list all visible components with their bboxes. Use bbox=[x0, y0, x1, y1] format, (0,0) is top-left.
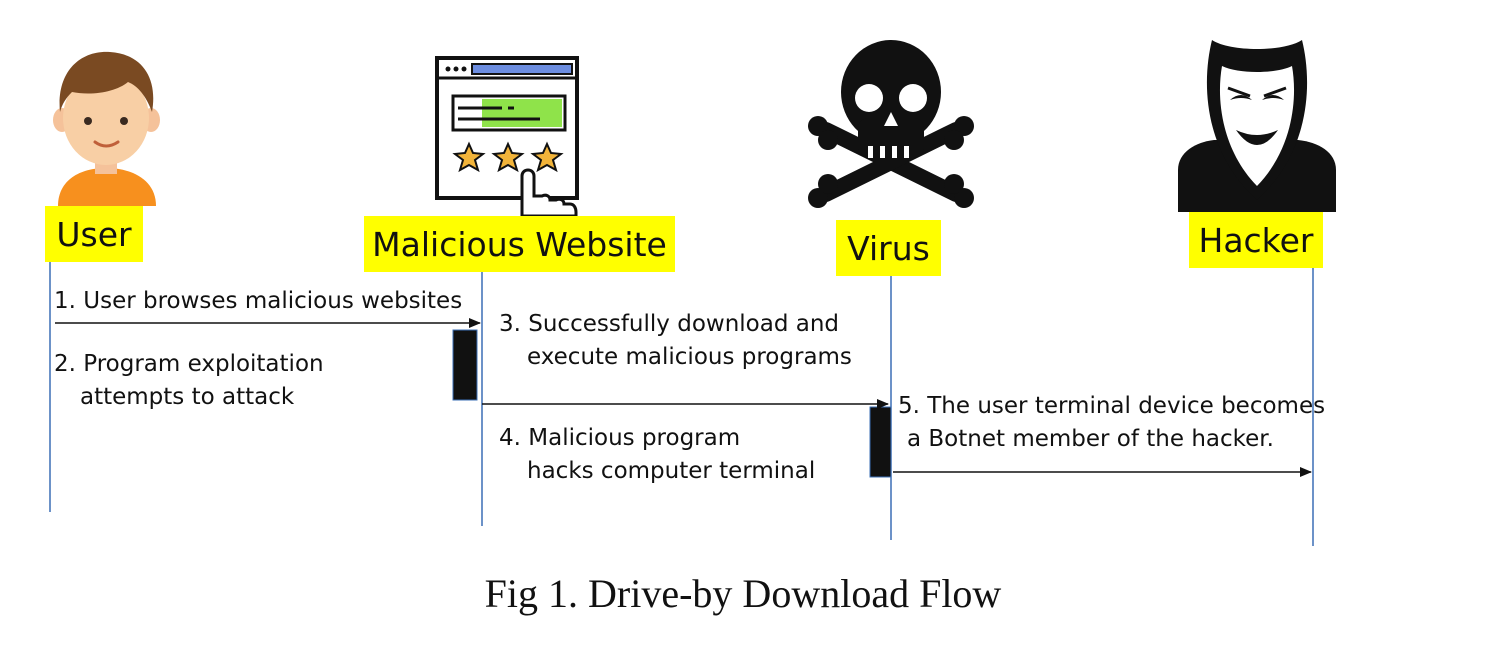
step-2-line2: attempts to attack bbox=[80, 384, 295, 410]
skull-crossbones-icon bbox=[808, 40, 974, 208]
actor-label-hacker: Hacker bbox=[1189, 212, 1323, 268]
step-3-line1: 3. Successfully download and bbox=[499, 311, 840, 337]
website-rating-icon bbox=[435, 56, 579, 218]
step-5-line2: a Botnet member of the hacker. bbox=[907, 426, 1274, 452]
virus-activation-bar bbox=[869, 406, 892, 478]
actor-label-malicious-website: Malicious Website bbox=[364, 216, 675, 272]
figure-caption: Fig 1. Drive-by Download Flow bbox=[484, 571, 1002, 616]
step-1-line1: 1. User browses malicious websites bbox=[54, 288, 463, 314]
actor-label-virus: Virus bbox=[836, 220, 941, 276]
actor-label-user: User bbox=[45, 206, 143, 262]
hacker-mask-icon bbox=[1178, 40, 1336, 212]
step-2-text: 2. Program exploitation attempts to atta… bbox=[54, 348, 324, 414]
step-3-text: 3. Successfully download and execute mal… bbox=[499, 308, 852, 374]
step-3-line2: execute malicious programs bbox=[527, 344, 852, 370]
step-4-text: 4. Malicious program hacks computer term… bbox=[499, 422, 815, 488]
step-4-line1: 4. Malicious program bbox=[499, 425, 741, 451]
step-2-line1: 2. Program exploitation bbox=[54, 351, 324, 377]
step-4-line2: hacks computer terminal bbox=[527, 458, 816, 484]
step-1-text: 1. User browses malicious websites bbox=[54, 285, 462, 318]
step-5-line1: 5. The user terminal device becomes bbox=[898, 393, 1326, 419]
user-avatar-icon bbox=[53, 51, 160, 206]
website-activation-bar bbox=[452, 329, 478, 401]
step-5-text: 5. The user terminal device becomes a Bo… bbox=[898, 390, 1325, 456]
